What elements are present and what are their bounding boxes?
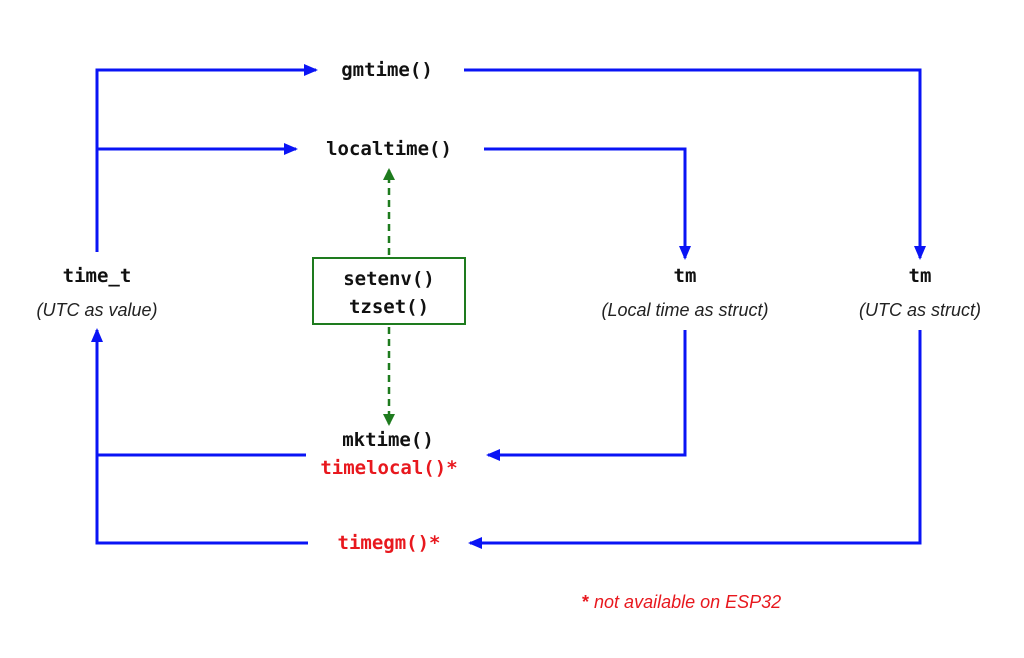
setenv-label: setenv() xyxy=(343,268,435,290)
time-t-label: time_t xyxy=(62,265,132,287)
footnote: * not available on ESP32 xyxy=(582,593,781,611)
timelocal-label: timelocal()* xyxy=(320,457,458,479)
tm-local-description: (Local time as struct) xyxy=(601,300,769,320)
footnote-text: not available on ESP32 xyxy=(594,592,782,612)
tm-utc-label: tm xyxy=(908,265,932,287)
arrow-timegm-to-time-t xyxy=(95,455,308,545)
mktime-label: mktime() xyxy=(342,429,434,451)
tm-local-label: tm xyxy=(673,265,697,287)
localtime-label: localtime() xyxy=(326,138,452,160)
timegm-label: timegm()* xyxy=(337,532,441,554)
time-t-description: (UTC as value) xyxy=(36,300,158,320)
timezone-box: setenv() tzset() xyxy=(312,257,466,325)
arrow-tm-utc-to-timegm xyxy=(468,330,922,549)
footnote-marker: * xyxy=(582,592,590,612)
tzset-label: tzset() xyxy=(348,296,430,318)
gmtime-label: gmtime() xyxy=(341,59,433,81)
arrow-gmtime-to-tm-utc xyxy=(464,68,926,260)
tm-utc-description: (UTC as struct) xyxy=(858,300,982,320)
arrow-tm-local-to-mktime xyxy=(486,330,687,461)
arrow-time-t-to-gmtime xyxy=(95,64,318,252)
arrow-localtime-to-tm-local xyxy=(484,147,691,260)
arrow-mktime-to-time-t xyxy=(91,328,306,457)
